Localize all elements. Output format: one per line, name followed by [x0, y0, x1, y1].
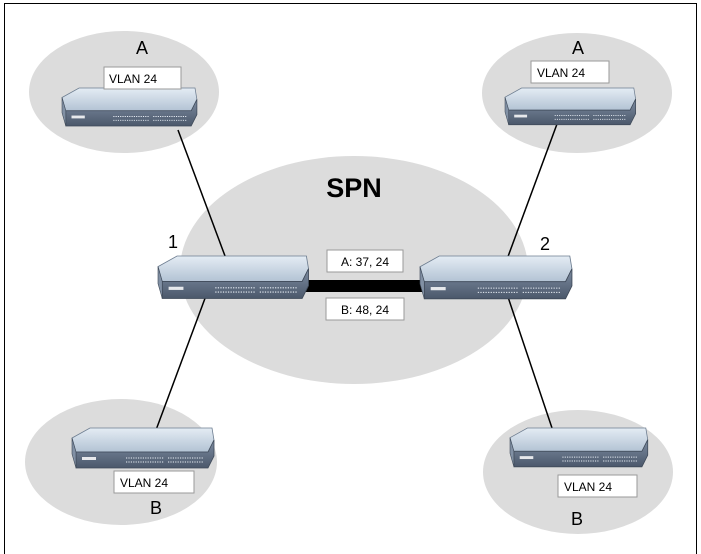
trunk-label-upper: A: 37, 24	[341, 255, 389, 269]
switch-top-left	[61, 87, 198, 127]
site-label-top-left: A	[136, 38, 148, 58]
site-label-top-right: A	[572, 38, 584, 58]
link-bottom-right	[506, 293, 553, 429]
vlan-box-bottom-right	[557, 474, 638, 498]
link-bottom-left	[155, 292, 208, 431]
switch-top-right	[504, 87, 637, 126]
vlan-label-top-right: VLAN 24	[537, 66, 585, 80]
figure-border	[4, 3, 697, 554]
vlan-label-bottom-right: VLAN 24	[564, 480, 612, 494]
switch-2-label: 2	[540, 234, 550, 254]
spn-label: SPN	[326, 173, 382, 203]
switch-bottom-left	[71, 427, 215, 469]
switch-1	[157, 255, 310, 299]
site-label-bottom-left: B	[150, 498, 162, 518]
vlan-box-top-right	[530, 60, 610, 84]
vlan-label-bottom-left: VLAN 24	[120, 476, 168, 490]
vlan-box-top-left	[103, 66, 182, 90]
trunk-box-upper	[326, 249, 404, 273]
switch-bottom-right	[509, 427, 649, 468]
vlan-label-top-left: VLAN 24	[109, 72, 157, 86]
trunk-box-lower	[325, 297, 405, 321]
label-boxes	[103, 60, 638, 498]
site-label-bottom-right: B	[571, 509, 583, 529]
switch-2	[419, 255, 573, 300]
switch-1-label: 1	[168, 232, 178, 252]
link-top-right	[505, 123, 558, 263]
links	[155, 123, 558, 431]
vlan-box-bottom-left	[113, 470, 195, 494]
trunk-label-lower: B: 48, 24	[341, 303, 389, 317]
link-top-left	[177, 129, 229, 265]
trunk-link	[298, 280, 430, 292]
